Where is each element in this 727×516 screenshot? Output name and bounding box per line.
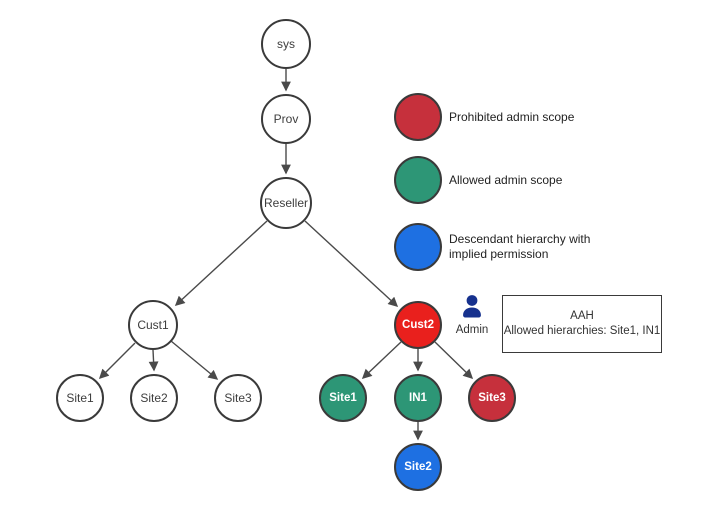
admin-person-icon xyxy=(463,295,481,318)
implied-permission-circle xyxy=(394,223,442,271)
node-site2-right: Site2 xyxy=(394,443,442,491)
node-prov: Prov xyxy=(261,94,311,144)
prohibited-scope-circle xyxy=(394,93,442,141)
legend-item-implied: Descendant hierarchy with implied permis… xyxy=(394,223,627,271)
edge-reseller-cust1 xyxy=(174,220,268,306)
allowed-scope-circle xyxy=(394,156,442,204)
node-reseller: Reseller xyxy=(260,177,312,229)
aah-allowed-hierarchies: Allowed hierarchies: Site1, IN1 xyxy=(503,325,661,337)
edge-cust2-site3 xyxy=(434,341,474,380)
edge-cust1-site3 xyxy=(170,340,219,380)
node-site1-right: Site1 xyxy=(319,374,367,422)
node-site3-right: Site3 xyxy=(468,374,516,422)
admin-figure: Admin xyxy=(448,294,496,336)
node-cust1: Cust1 xyxy=(128,300,178,350)
node-cust2: Cust2 xyxy=(394,301,442,349)
node-site3-left: Site3 xyxy=(214,374,262,422)
node-sys: sys xyxy=(261,19,311,69)
legend-item-allowed: Allowed admin scope xyxy=(394,156,562,204)
legend-label-allowed: Allowed admin scope xyxy=(449,172,563,187)
edge-cust1-site2 xyxy=(148,349,159,372)
node-in1: IN1 xyxy=(394,374,442,422)
node-site1-left: Site1 xyxy=(56,374,104,422)
admin-label: Admin xyxy=(455,324,489,336)
aah-callout-box: AAH Allowed hierarchies: Site1, IN1 xyxy=(502,295,662,353)
node-site2-left: Site2 xyxy=(130,374,178,422)
edge-cust1-site1 xyxy=(98,342,136,380)
legend-label-implied: Descendant hierarchy with implied permis… xyxy=(449,232,591,261)
aah-title: AAH xyxy=(570,310,594,323)
edge-reseller-cust2 xyxy=(304,220,399,307)
edge-cust2-site1 xyxy=(361,341,402,380)
legend-item-prohibited: Prohibited admin scope xyxy=(394,93,574,141)
legend-label-prohibited: Prohibited admin scope xyxy=(449,109,575,124)
